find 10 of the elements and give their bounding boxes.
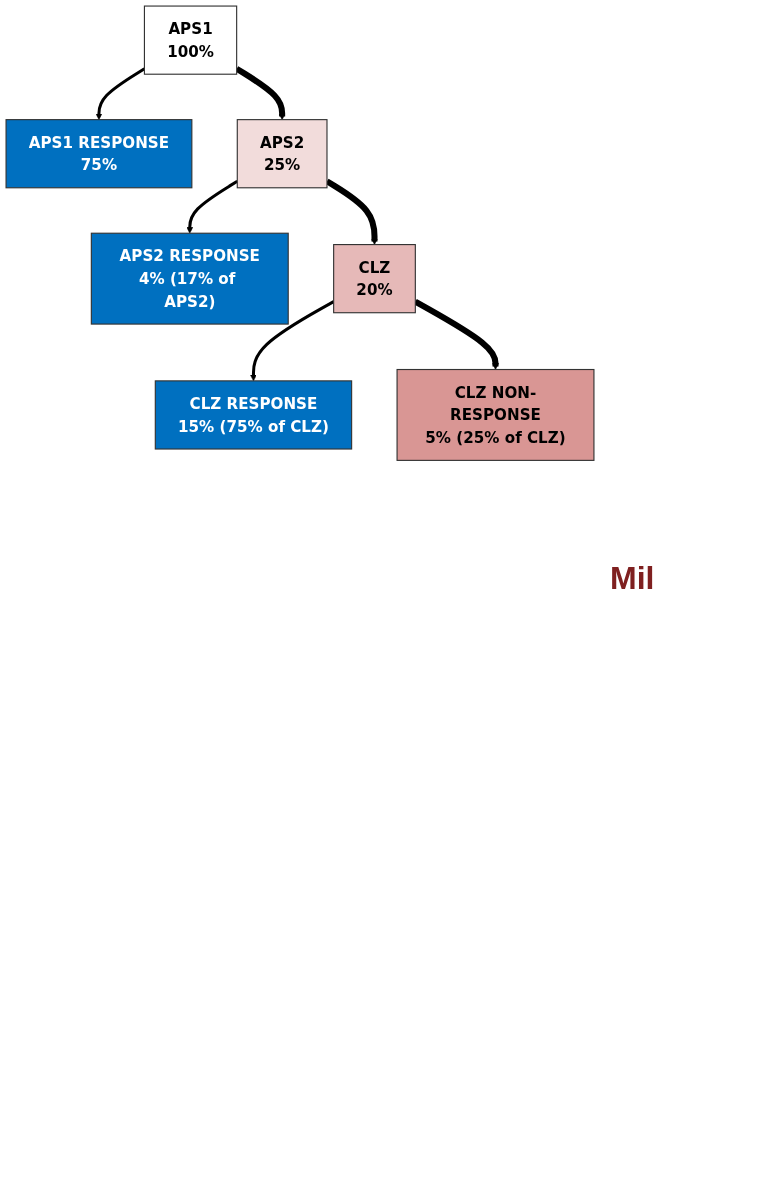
node-box: CLZ RESPONSE 15% (75% of CLZ) (154, 380, 353, 450)
node-box: APS1 100% (143, 5, 238, 75)
node-box: CLZ 20% (333, 244, 416, 314)
node-box: APS2 RESPONSE 4% (17% of APS2) (90, 232, 289, 325)
node-box: APS2 25% (236, 119, 328, 189)
node-box: CLZ NON-RESPONSE 5% (25% of CLZ) (396, 368, 595, 461)
note-text: Mil (610, 560, 655, 597)
arrow (235, 66, 286, 120)
arrow (413, 299, 499, 370)
node-box: APS1 RESPONSE 75% (5, 119, 193, 189)
